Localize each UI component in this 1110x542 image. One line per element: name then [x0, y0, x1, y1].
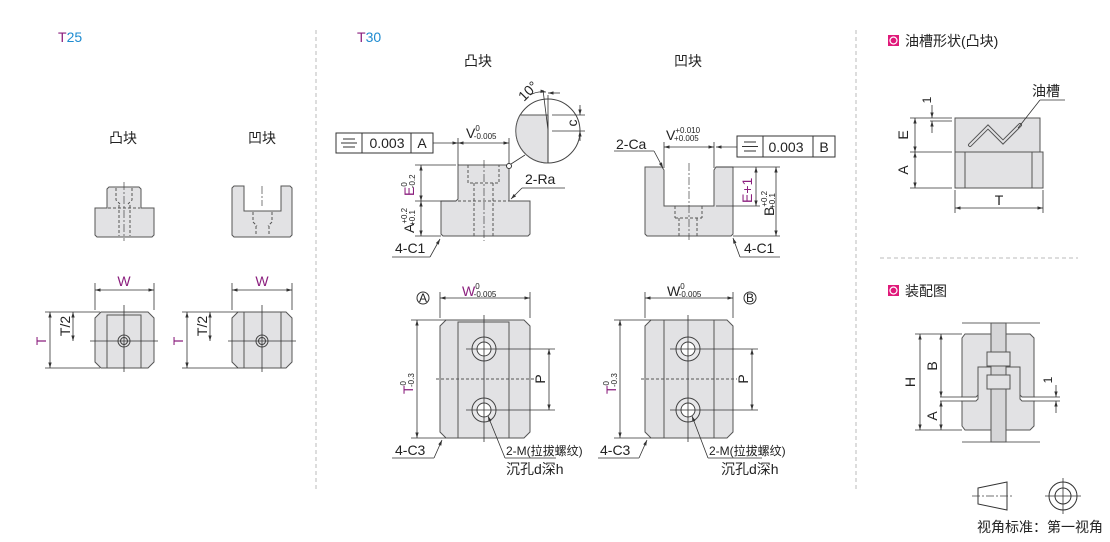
t30-convex-tolerance-value: 0.003	[369, 135, 404, 151]
projection-label: 视角标准：第一视角	[977, 519, 1103, 535]
first-angle-projection-icon	[972, 478, 1081, 514]
oil-groove-label: 油槽	[1032, 83, 1060, 99]
oil-groove-section: 油槽形状(凸块) 油槽 1 E A T	[888, 33, 1065, 213]
datum-b-circle	[743, 291, 757, 305]
t30-concave-dim-p: P	[735, 374, 751, 383]
t25-convex-title: 凸块	[109, 130, 137, 146]
t30-convex-tolerance-datum: A	[417, 135, 427, 151]
t30-section: T30 凸块 凹块	[335, 29, 836, 477]
t30-concave-title: 凹块	[674, 53, 702, 69]
t30-convex-title: 凸块	[464, 53, 492, 69]
t30-concave-dim-v: V+0.010+0.005	[666, 126, 701, 143]
t25-section: T25 凸块 凹块 W T T/2	[33, 29, 296, 372]
t30-concave-dim-b: B+0.2+0.1	[760, 190, 777, 216]
section-marker-icon	[888, 285, 899, 296]
t25-convex-dim-t-half: T/2	[57, 316, 73, 336]
t30-convex-dim-c: c	[564, 120, 580, 127]
t30-concave-front-view	[614, 135, 836, 258]
oil-groove-dim-a: A	[895, 165, 911, 175]
t25-concave-bottom-view	[182, 283, 296, 372]
t30-convex-angle: 10°	[515, 78, 541, 104]
t30-convex-bottom-view	[392, 291, 556, 459]
t30-concave-thread-note: 2-M(拉拔螺纹)	[709, 443, 786, 458]
t30-concave-tolerance-value: 0.003	[768, 139, 803, 155]
datum-a-circle	[416, 291, 430, 305]
assembly-dim-b: B	[924, 361, 940, 370]
t30-concave-counterbore-note: 沉孔d深h	[721, 461, 779, 477]
t30-concave-dim-e: E+1	[739, 177, 755, 203]
oil-groove-dim-e: E	[895, 130, 911, 139]
t30-convex-datum-label: A	[419, 291, 427, 305]
t30-convex-dim-v: V0-0.005	[466, 124, 497, 141]
t30-convex-dim-t: T0-0.3	[399, 373, 416, 394]
t25-size-label: T25	[58, 29, 82, 45]
assembly-dim-h: H	[902, 377, 918, 387]
t30-convex-dim-e: E0-0.2	[400, 174, 417, 196]
t30-concave-dim-t: T0-0.3	[602, 373, 619, 394]
t25-convex-bottom-view	[45, 283, 158, 372]
t30-convex-radius-note: 2-Ra	[525, 171, 556, 187]
assembly-dim-a: A	[924, 411, 940, 421]
t25-concave-front-view	[231, 185, 293, 238]
t30-concave-datum-label: B	[746, 291, 754, 305]
t30-concave-dim-w: W0-0.005	[667, 282, 702, 299]
t25-convex-front-view	[94, 182, 155, 241]
section-marker-icon	[888, 35, 899, 46]
t30-concave-chamfer-note: 4-C1	[744, 240, 775, 256]
t30-concave-chamfer-top-note: 2-Ca	[616, 136, 647, 152]
oil-groove-dim-t: T	[995, 192, 1004, 208]
assembly-title: 装配图	[905, 283, 947, 299]
t25-concave-title: 凹块	[248, 130, 276, 146]
t30-convex-dim-w: W0-0.005	[462, 282, 497, 299]
t30-convex-dim-a: A+0.2+0.1	[400, 207, 417, 233]
t30-concave-bottom-chamfer-note: 4-C3	[600, 442, 631, 458]
symmetry-icon	[742, 141, 758, 152]
t25-concave-dim-t: T	[170, 336, 186, 345]
t25-concave-dim-t-half: T/2	[194, 316, 210, 336]
t30-convex-thread-note: 2-M(拉拔螺纹)	[506, 443, 583, 458]
oil-groove-title: 油槽形状(凸块)	[905, 33, 998, 49]
symmetry-icon	[341, 138, 357, 148]
t30-convex-dim-p: P	[532, 374, 548, 383]
t30-convex-counterbore-note: 沉孔d深h	[506, 461, 564, 477]
t30-convex-chamfer-note: 4-C1	[395, 240, 426, 256]
t30-size-label: T30	[357, 29, 381, 45]
t25-convex-dim-t: T	[33, 336, 49, 345]
t25-convex-dim-w: W	[117, 273, 131, 289]
assembly-section: 装配图 H B A 1	[888, 283, 1060, 443]
assembly-dim-1: 1	[1041, 376, 1055, 383]
t30-convex-front-view	[335, 89, 585, 258]
t30-convex-bottom-chamfer-note: 4-C3	[395, 442, 426, 458]
t25-concave-dim-w: W	[255, 273, 269, 289]
t30-concave-bottom-view	[598, 291, 762, 459]
t30-concave-tolerance-datum: B	[819, 139, 828, 155]
oil-groove-dim-1: 1	[920, 96, 934, 103]
